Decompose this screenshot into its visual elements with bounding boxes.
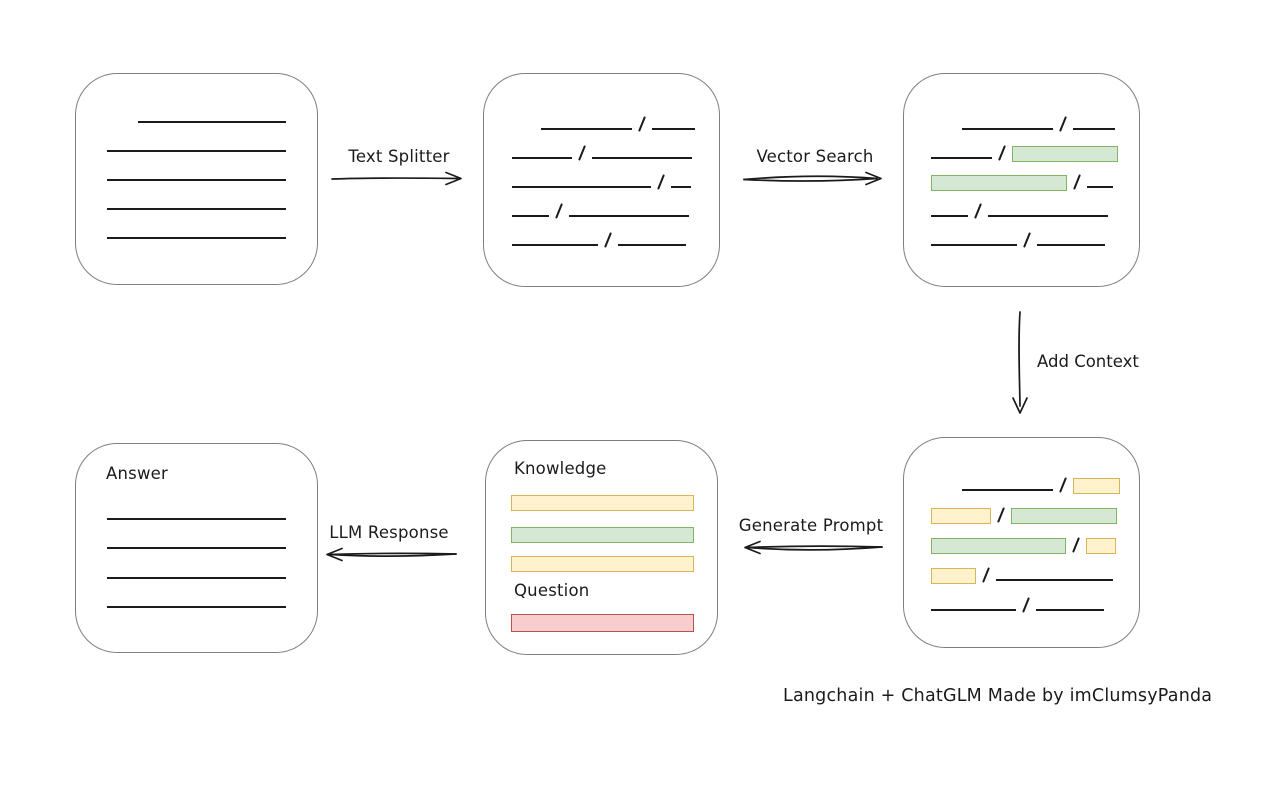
generate-prompt-label: Generate Prompt — [738, 516, 884, 535]
chunk-row — [512, 217, 719, 248]
text-line — [107, 150, 286, 152]
diagram-caption: Langchain + ChatGLM Made by imClumsyPand… — [783, 686, 1213, 706]
generate-prompt-arrow: Generate Prompt — [736, 516, 886, 557]
text-line — [996, 579, 1114, 581]
text-line — [1037, 244, 1106, 246]
llm-response-label: LLM Response — [329, 523, 449, 542]
answer-label: Answer — [106, 464, 168, 483]
text-line — [541, 128, 632, 130]
question-label: Question — [514, 581, 590, 600]
text-line — [107, 208, 286, 210]
vector-search-arrow: Vector Search — [740, 147, 890, 188]
right-arrow-icon — [743, 171, 882, 186]
text-line — [671, 186, 692, 188]
yellow-chunk — [931, 568, 976, 584]
knowledge-chunk-yellow — [511, 495, 694, 511]
chunk-row — [931, 130, 1139, 162]
chunk-row — [931, 217, 1139, 248]
text-line — [512, 215, 549, 217]
vector-search-label: Vector Search — [756, 147, 874, 166]
text-line — [569, 215, 690, 217]
left-arrow-icon — [326, 547, 457, 562]
chunk-row — [931, 581, 1139, 613]
chunk-row — [512, 159, 719, 190]
yellow-chunk — [1073, 478, 1121, 494]
chunk-row — [512, 188, 719, 219]
text-line — [652, 128, 696, 130]
text-line — [107, 518, 286, 520]
text-line — [931, 215, 968, 217]
chunk-row — [931, 101, 1139, 132]
text-line — [107, 577, 286, 579]
split-chunks-box — [483, 73, 720, 287]
green-chunk — [931, 538, 1066, 554]
answer-box: Answer — [75, 443, 318, 653]
text-line — [988, 215, 1109, 217]
text-line — [1087, 186, 1114, 188]
text-line — [107, 179, 286, 181]
text-line — [618, 244, 687, 246]
text-line — [1073, 128, 1116, 130]
right-arrow-icon — [331, 171, 462, 186]
chunk-rows — [904, 438, 1139, 647]
add-context-label: Add Context — [1037, 352, 1139, 371]
chunk-row — [931, 159, 1139, 191]
chunk-row — [512, 101, 719, 132]
text-line — [107, 606, 286, 608]
chunk-row — [931, 521, 1139, 554]
source-document-box — [75, 73, 318, 285]
prompt-box: Knowledge Question — [485, 440, 718, 655]
slash-separator — [1023, 232, 1032, 248]
chunk-row — [512, 130, 719, 161]
green-chunk — [1012, 146, 1119, 162]
chunk-rows — [904, 74, 1139, 286]
left-arrow-icon — [744, 540, 883, 555]
text-line — [1036, 609, 1105, 611]
text-line — [931, 157, 992, 159]
down-arrow-icon — [1012, 311, 1028, 414]
llm-response-arrow: LLM Response — [318, 523, 460, 564]
text-line — [512, 157, 572, 159]
context-chunks-box — [903, 437, 1140, 648]
yellow-chunk — [931, 508, 991, 524]
knowledge-chunk-yellow — [511, 556, 694, 572]
text-line — [931, 244, 1017, 246]
chunk-rows — [484, 74, 719, 286]
green-chunk — [1011, 508, 1118, 524]
text-line — [962, 489, 1053, 491]
text-line — [107, 547, 286, 549]
chunk-row — [931, 551, 1139, 584]
chunk-row — [931, 491, 1139, 524]
chunk-row — [931, 188, 1139, 219]
green-chunk — [931, 175, 1067, 191]
text-splitter-label: Text Splitter — [348, 147, 450, 166]
text-line — [931, 609, 1016, 611]
text-line — [592, 157, 693, 159]
chunk-row — [931, 461, 1139, 494]
slash-separator — [1022, 597, 1031, 613]
text-line — [138, 121, 286, 123]
retrieved-chunks-box — [903, 73, 1140, 287]
question-chunk-red — [511, 614, 694, 632]
knowledge-label: Knowledge — [514, 459, 607, 478]
text-line — [512, 186, 651, 188]
text-line — [962, 128, 1053, 130]
text-line — [107, 237, 286, 239]
slash-separator — [604, 232, 613, 248]
text-splitter-arrow: Text Splitter — [328, 147, 470, 188]
knowledge-chunk-green — [511, 527, 694, 543]
yellow-chunk — [1086, 538, 1117, 554]
text-line — [512, 244, 598, 246]
